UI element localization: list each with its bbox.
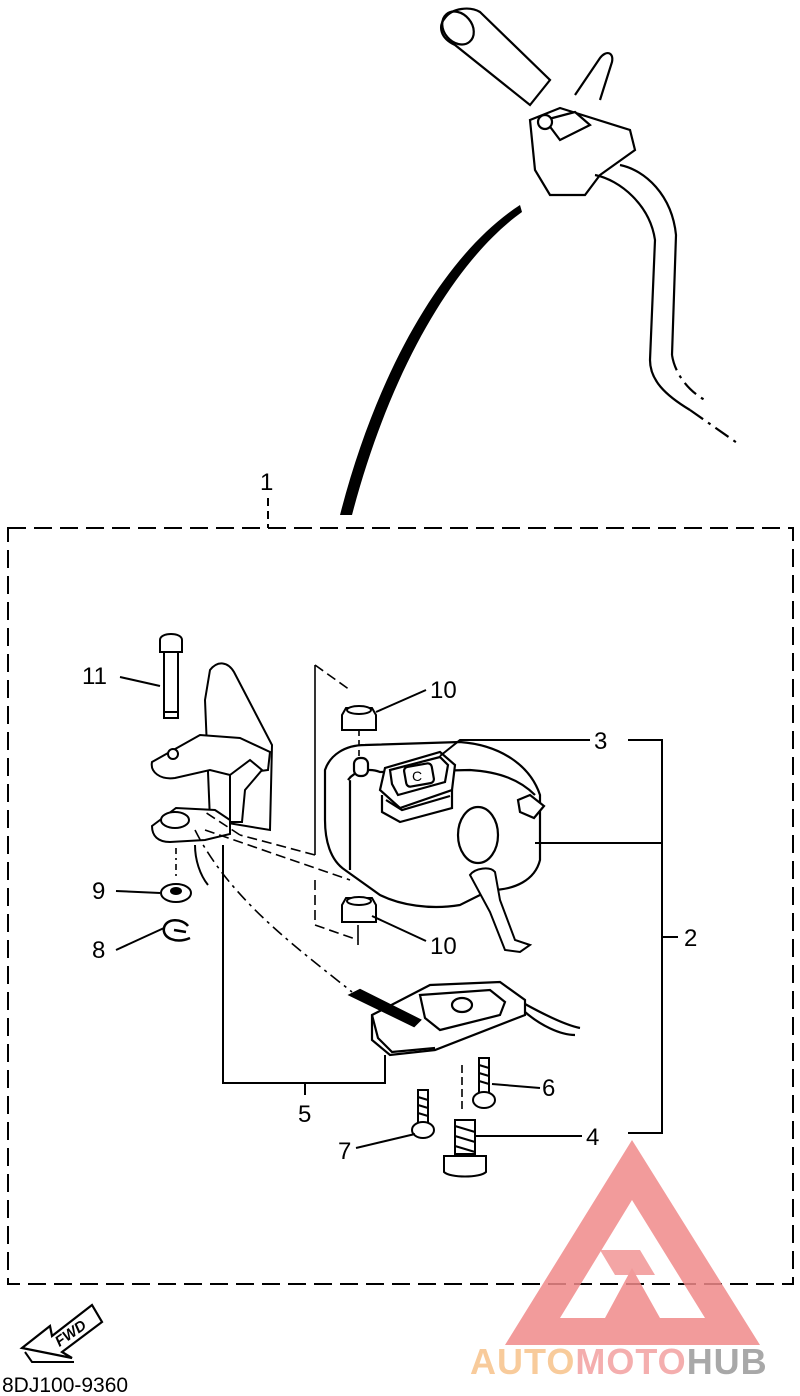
bolt-4 (443, 1119, 487, 1178)
svg-text:C: C (412, 768, 422, 784)
callout-10-top: 10 (430, 677, 457, 704)
logo-word-auto: AUTO (470, 1341, 575, 1382)
diagram-code: 8DJ100-9360 (2, 1374, 128, 1396)
callout-7: 7 (338, 1138, 351, 1165)
callout-8: 8 (92, 937, 105, 964)
logo-word-hub: HUB (687, 1341, 768, 1382)
callout-9: 9 (92, 878, 105, 905)
callout-1: 1 (260, 469, 273, 496)
bolt-11 (159, 633, 183, 719)
svg-text:AUTOMOTOHUB: AUTOMOTOHUB (470, 1341, 768, 1382)
callout-3: 3 (594, 728, 607, 755)
assembly-lines (194, 664, 463, 1112)
watermark-logo: AUTOMOTOHUB (470, 1140, 768, 1382)
screw-6 (472, 1057, 496, 1109)
logo-word-moto: MOTO (575, 1341, 686, 1382)
handlebar (440, 7, 741, 446)
callout-4: 4 (586, 1124, 599, 1151)
clip-8 (162, 919, 191, 942)
grommet-10-top (341, 705, 377, 731)
fwd-arrow-icon: FWD (19, 1303, 104, 1363)
lower-housing (347, 980, 581, 1057)
switch-housing: C (323, 740, 546, 909)
callout-11: 11 (82, 663, 107, 690)
screw-7 (411, 1089, 435, 1139)
assembly-boundary (7, 527, 794, 1285)
grommet-10-bottom (341, 896, 377, 923)
logo-triangle-icon (505, 1140, 760, 1345)
housing-wire (468, 867, 533, 954)
washer-9 (160, 883, 192, 903)
callout-2: 2 (684, 925, 697, 952)
mounting-bracket (150, 662, 274, 886)
switch-cable (340, 205, 522, 515)
callout-10-bottom: 10 (430, 933, 457, 960)
callout-6: 6 (542, 1075, 555, 1102)
callout-5: 5 (298, 1101, 311, 1128)
leader-lines (115, 676, 678, 1149)
